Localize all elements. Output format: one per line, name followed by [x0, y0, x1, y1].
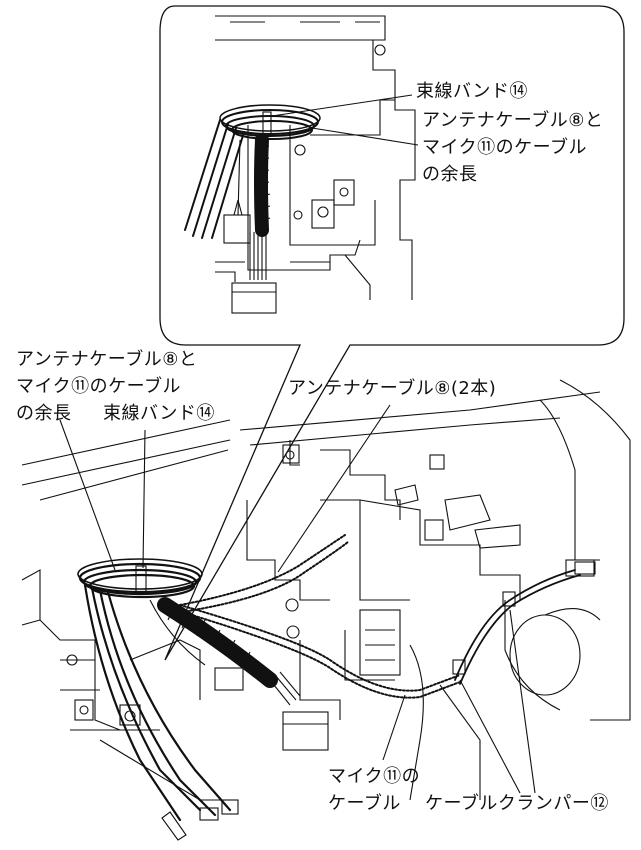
inset-excess-label-3: の余長 — [422, 164, 478, 185]
inset-cable-coil — [184, 104, 321, 239]
inset-callout — [159, 5, 625, 661]
main-excess-label-3: の余長 — [16, 403, 72, 424]
main-clamper-label: ケーブルクランパー⑫ — [425, 793, 609, 814]
inset-band-leader — [271, 94, 413, 117]
main-mic-label-2: ケーブル — [328, 793, 401, 814]
inset-excess-leader — [311, 127, 419, 146]
main-band-label: 束線バンド⑭ — [103, 403, 215, 424]
main-leaders — [59, 404, 536, 794]
inset-harness — [223, 133, 277, 314]
main-harness — [149, 597, 329, 751]
main-mic-label-1: マイク⑪の — [328, 766, 421, 787]
inset-excess-label-1: アンテナケーブル⑧と — [422, 110, 604, 131]
main-antenna-cables — [179, 534, 461, 699]
main-excess-label-2: マイク⑪のケーブル — [16, 376, 182, 397]
inset-band-label: 束線バンド⑭ — [416, 81, 528, 102]
inset-excess-label-2: マイク⑪のケーブル — [422, 137, 588, 158]
main-mic-cable — [452, 559, 596, 685]
main-cable-coil — [77, 558, 239, 841]
main-excess-label-1: アンテナケーブル⑧と — [16, 349, 198, 370]
main-antenna-label: アンテナケーブル⑧(2本) — [288, 378, 497, 399]
inset-dashboard — [215, 15, 416, 300]
